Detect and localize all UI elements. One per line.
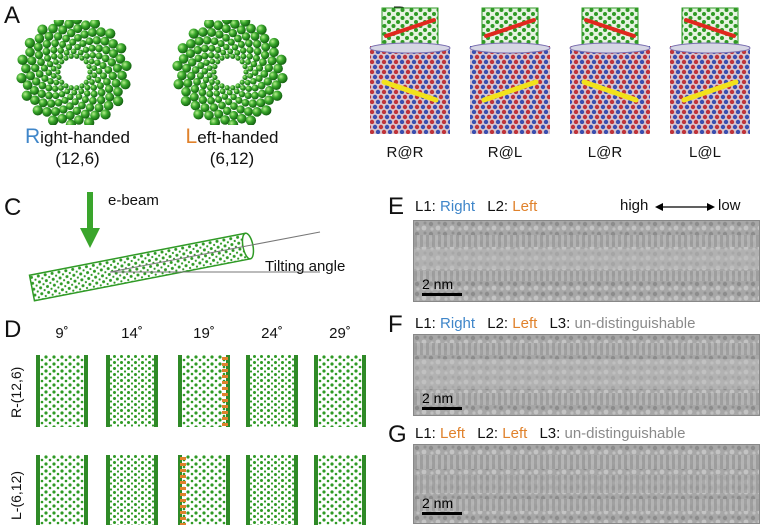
right-handed-nanotube-image [16, 20, 132, 125]
tem-image-e: 2 nm [413, 220, 760, 302]
g-l3-label: L3: [539, 425, 561, 442]
f-l2-value: Left [512, 315, 538, 332]
f-l1-value: Right [440, 315, 476, 332]
left-handed-caption: Left-handed [172, 125, 292, 148]
g-l2-value: Left [502, 425, 528, 442]
e-l2-value: Left [512, 198, 538, 215]
right-chirality-index: (12,6) [55, 149, 100, 168]
left-chirality-index: (6,12) [209, 149, 255, 168]
panel-d-label: D [4, 316, 22, 343]
g-l1-value: Left [440, 425, 466, 442]
scale-bar-e: 2 nm [422, 276, 462, 296]
focus-high-label: high [620, 197, 649, 214]
scale-bar-e-label: 2 nm [422, 276, 454, 292]
right-rest: ight-handed [40, 128, 130, 147]
projection-tile [246, 355, 298, 427]
tilt-angle-header: 9˚ 14˚ 19˚ 24˚ 29˚ [40, 326, 380, 346]
projection-tile [36, 455, 88, 525]
double-wall-captions: R@R R@L L@R L@L [360, 145, 758, 165]
f-l3-label: L3: [549, 315, 571, 332]
angle-14: 14˚ [121, 325, 143, 342]
panel-g-label: G [388, 421, 407, 448]
f-l2-label: L2: [487, 315, 509, 332]
e-l1-label: L1: [415, 198, 436, 215]
panel-f-label: F [388, 311, 403, 338]
double-wall-model [569, 7, 651, 134]
g-l2-label: L2: [477, 425, 499, 442]
f-l3-value: un-distinguishable [574, 315, 696, 332]
double-wall-model [469, 7, 551, 134]
projection-tile [178, 455, 230, 525]
projection-tile [246, 455, 298, 525]
panel-e-label: E [388, 193, 405, 220]
e-beam-arrow-icon [80, 192, 100, 248]
row-label-right: R-(12,6) [8, 366, 24, 418]
double-wall-model [669, 7, 751, 134]
caption-r-at-r: R@R [386, 144, 424, 161]
double-wall-model-group [369, 7, 751, 134]
right-handed-caption: Right-handed [15, 125, 140, 148]
scale-bar-g-label: 2 nm [422, 495, 454, 511]
angle-29: 29˚ [329, 325, 351, 342]
caption-l-at-r: L@R [587, 144, 623, 161]
tem-image-g: 2 nm [413, 444, 760, 524]
projection-tile [36, 355, 88, 427]
g-l3-value: un-distinguishable [564, 425, 686, 442]
right-spiral [16, 20, 132, 125]
angle-24: 24˚ [261, 325, 283, 342]
tilted-nanotube-diagram [28, 192, 321, 302]
row-label-left: L-(6,12) [8, 470, 24, 520]
caption-r-at-l: R@L [487, 144, 523, 161]
double-wall-models [360, 4, 758, 138]
e-beam-label: e-beam [108, 192, 159, 209]
double-wall-model [369, 7, 451, 134]
angle-9: 9˚ [55, 325, 69, 342]
projection-tile [106, 455, 158, 525]
scale-bar-f-label: 2 nm [422, 390, 454, 406]
scale-bar-g: 2 nm [422, 495, 462, 515]
double-arrow-icon [655, 203, 715, 211]
projection-tile [178, 355, 230, 427]
focus-low-label: low [718, 197, 741, 214]
angle-19: 19˚ [193, 325, 215, 342]
panel-c-label: C [4, 194, 22, 221]
e-l1-value: Right [440, 198, 476, 215]
panel-a-label: A [4, 2, 21, 29]
left-spiral [172, 20, 288, 125]
scale-bar-f: 2 nm [422, 390, 462, 410]
panel-e-layers: L1: Right L2: Left [415, 198, 537, 215]
panel-g-layers: L1: Left L2: Left L3: un-distinguishable [415, 425, 685, 442]
tem-image-f: 2 nm [413, 334, 760, 416]
tilting-angle-label: Tilting angle [265, 258, 346, 275]
left-handed-nanotube-image [172, 20, 288, 125]
projection-tile [314, 455, 366, 525]
g-l1-label: L1: [415, 425, 436, 442]
projection-tile [106, 355, 158, 427]
left-rest: eft-handed [197, 128, 279, 147]
projection-tile [314, 355, 366, 427]
f-l1-label: L1: [415, 315, 436, 332]
panel-f-layers: L1: Right L2: Left L3: un-distinguishabl… [415, 315, 695, 332]
e-l2-label: L2: [487, 198, 509, 215]
right-initial: R [25, 125, 41, 148]
left-initial: L [185, 125, 198, 148]
tilted-tube [28, 232, 255, 302]
caption-l-at-l: L@L [689, 144, 721, 161]
